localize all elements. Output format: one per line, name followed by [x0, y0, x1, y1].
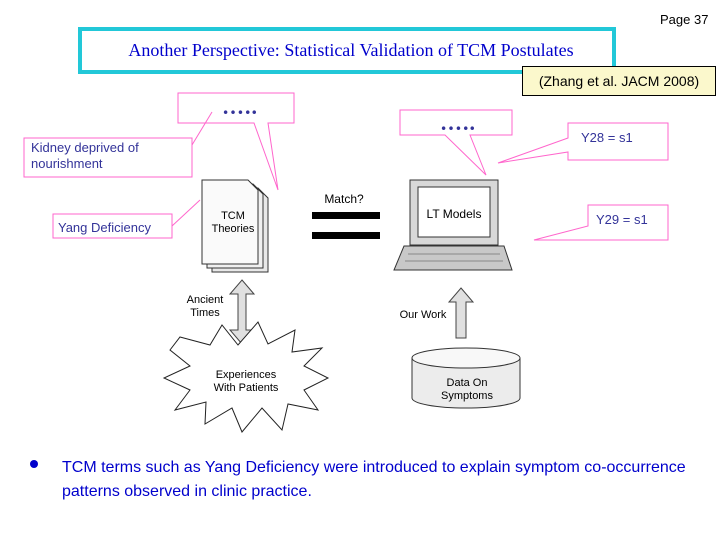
callout-dots-left	[177, 92, 295, 191]
citation-box: (Zhang et al. JACM 2008)	[522, 66, 716, 96]
y29-callout-text: Y29 = s1	[596, 212, 648, 227]
dots-left-text: …..	[222, 94, 258, 119]
bullet-text: TCM terms such as Yang Deficiency were i…	[62, 459, 686, 500]
tcm-theories-document-icon	[201, 179, 269, 273]
database-icon	[411, 347, 521, 409]
experiences-label: Experiences With Patients	[213, 369, 279, 394]
dots-center-text: …..	[440, 110, 476, 135]
explosion-icon	[162, 321, 330, 433]
lt-models-label: LT Models	[426, 207, 482, 221]
equals-icon	[312, 212, 380, 239]
ancient-times-label: Ancient Times	[186, 294, 224, 319]
slide-title: Another Perspective: Statistical Validat…	[128, 40, 574, 60]
callout-yang	[52, 213, 173, 239]
our-work-label: Our Work	[399, 309, 447, 321]
kidney-callout-text: Kidney deprived of nourishment	[31, 140, 139, 171]
page-number: Page 37	[660, 12, 709, 27]
match-label: Match?	[324, 192, 364, 206]
callout-y29	[533, 204, 669, 241]
bullet-icon	[30, 460, 38, 468]
callout-dots-center	[399, 109, 513, 176]
laptop-icon	[393, 179, 513, 271]
callout-kidney	[23, 137, 193, 178]
callout-y28	[497, 122, 669, 164]
data-on-symptoms-label: Data On Symptoms	[441, 377, 493, 402]
tcm-theories-label: TCM Theories	[211, 210, 255, 235]
yang-callout-text: Yang Deficiency	[58, 220, 151, 235]
y28-callout-text: Y28 = s1	[581, 130, 633, 145]
up-arrow-icon	[447, 287, 475, 339]
